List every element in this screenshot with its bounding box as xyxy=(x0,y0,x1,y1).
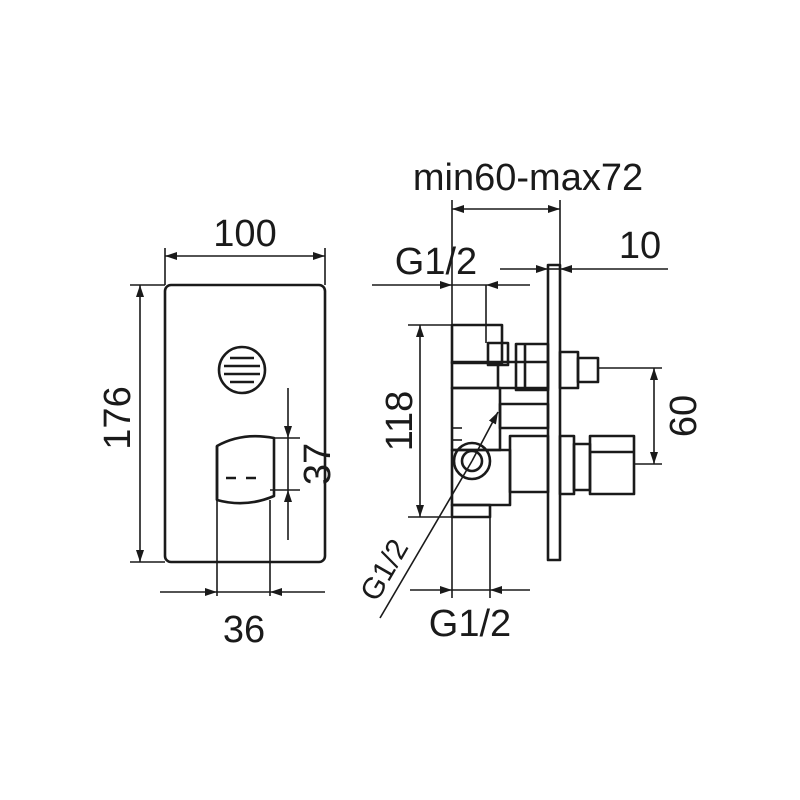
dimension-thread-top: G1/2 xyxy=(372,241,530,343)
dimension-thread-bottom: G1/2 xyxy=(410,517,530,645)
upper-outlet-fitting xyxy=(558,350,600,390)
dimension-thread-top-label: G1/2 xyxy=(395,241,477,283)
dimension-body-height: 118 xyxy=(379,324,452,518)
mixer-handle xyxy=(215,434,276,596)
dimension-plate-thickness: 10 xyxy=(500,225,668,273)
dimension-handle-height: 37 xyxy=(270,388,339,540)
dimension-thread-diagonal-label: G1/2 xyxy=(354,534,415,607)
wall-plate xyxy=(546,263,562,562)
side-view: min60-max72 10 G1/2 118 xyxy=(354,157,705,645)
dimension-height: 176 xyxy=(97,284,165,563)
dimension-handle-width: 36 xyxy=(160,588,325,651)
dimension-plate-thickness-label: 10 xyxy=(619,225,661,267)
front-view: 100 176 37 36 xyxy=(97,213,339,651)
dimension-handle-width-label: 36 xyxy=(223,609,265,651)
diverter-knob xyxy=(217,345,267,395)
diagonal-outlet-fitting xyxy=(452,441,492,481)
dimension-body-height-label: 118 xyxy=(379,391,421,452)
dimension-outlet-spacing-label: 60 xyxy=(663,395,705,437)
dimension-install-depth-label: min60-max72 xyxy=(413,157,643,199)
dimension-width-label: 100 xyxy=(213,213,276,255)
dimension-handle-height-label: 37 xyxy=(297,443,339,485)
valve-body xyxy=(450,323,550,519)
dimension-install-depth: min60-max72 xyxy=(413,157,643,325)
dimension-outlet-spacing: 60 xyxy=(598,367,705,465)
dimension-width: 100 xyxy=(164,213,326,285)
dimension-thread-bottom-label: G1/2 xyxy=(429,603,511,645)
dimension-height-label: 176 xyxy=(97,386,139,449)
cover-plate xyxy=(163,283,327,564)
cartridge-spindle xyxy=(558,434,636,496)
